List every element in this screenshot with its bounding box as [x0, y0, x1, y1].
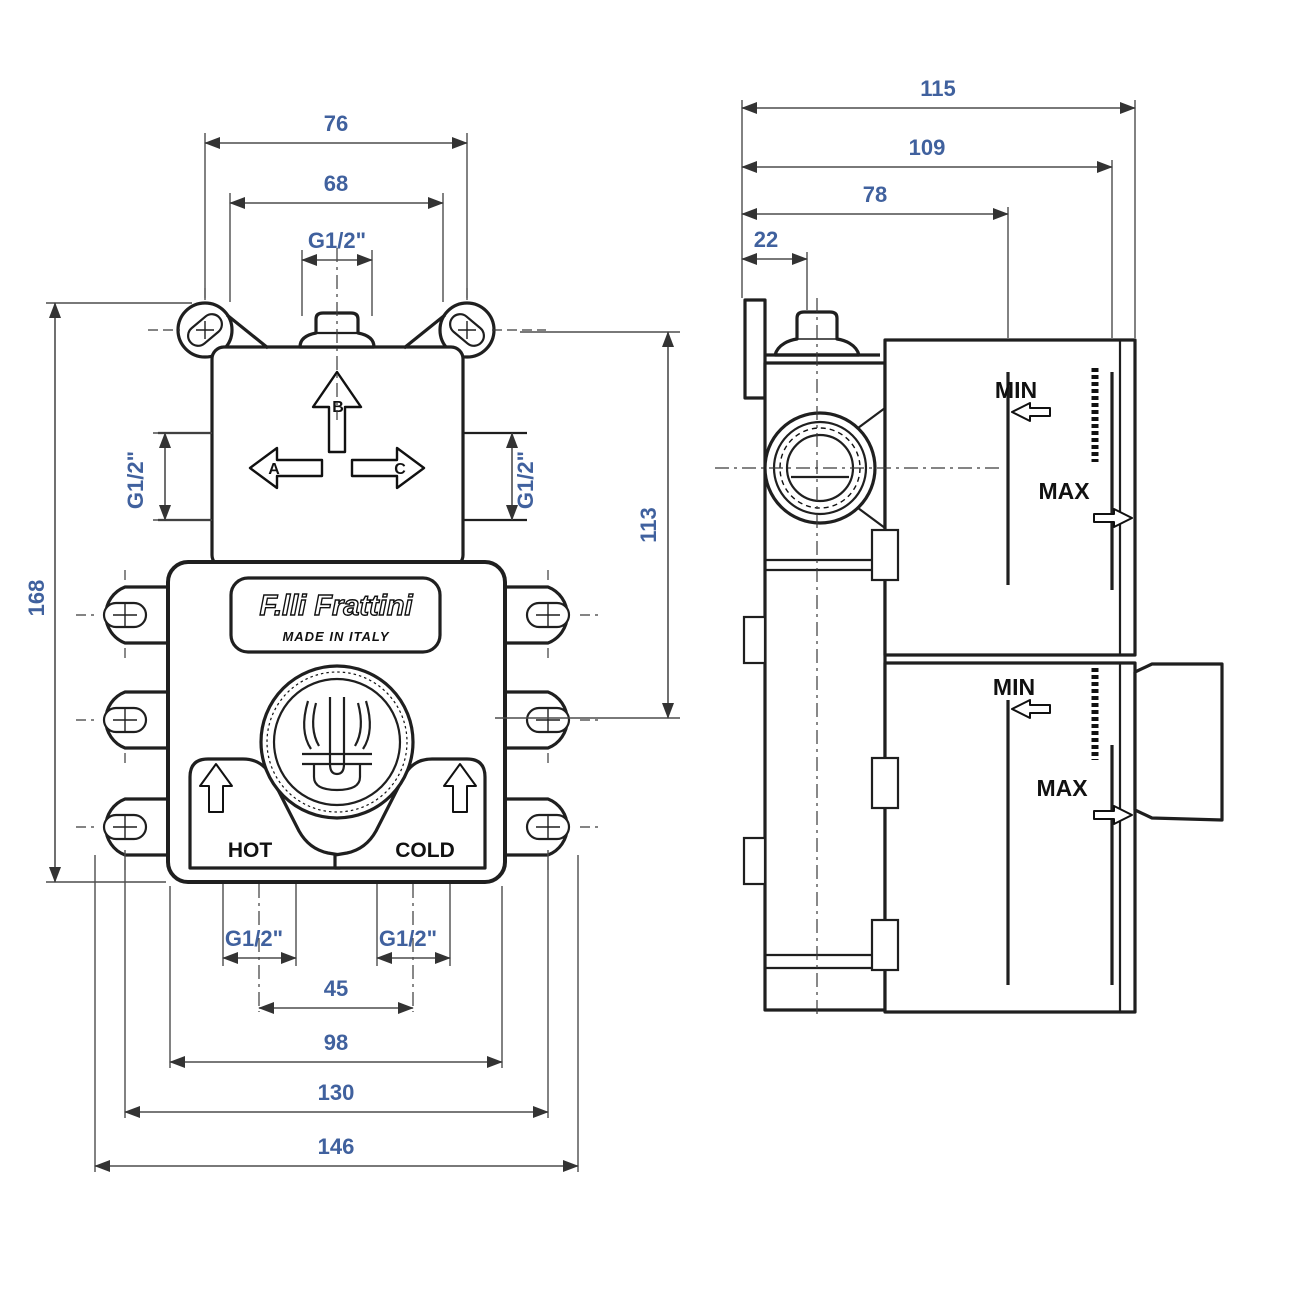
dim-ports-span: 45: [324, 976, 348, 1001]
cover-clip-2: [870, 756, 900, 810]
dim-top-outer: 76: [324, 111, 348, 136]
max-arrow-bottom: [1093, 805, 1133, 825]
left-ear-tangent: [225, 313, 270, 350]
left-tab-lower: [742, 836, 767, 886]
min-arrow-bottom: [1011, 699, 1051, 719]
max-label-top: MAX: [1038, 478, 1090, 504]
trident-logo: [302, 697, 372, 792]
depth-markings-top-cover: MIN MAX: [995, 368, 1133, 590]
brand-plate: F.lli Frattini MADE IN ITALY: [229, 576, 442, 654]
dim-flange-depth: 22: [754, 227, 778, 252]
dim-total-depth: 115: [920, 76, 956, 101]
dim-height: 168: [24, 580, 49, 617]
dim-side-port-left: G1/2": [123, 451, 148, 509]
hot-label: HOT: [228, 839, 273, 862]
cold-label: COLD: [395, 839, 455, 862]
front-view: B A C F.lli Frattini MADE IN ITALY HOT C…: [102, 301, 571, 884]
dim-cold-port: G1/2": [379, 926, 437, 951]
brand-name: F.lli Frattini: [259, 590, 413, 622]
min-label-bottom: MIN: [993, 674, 1035, 700]
cover-clip-1: [870, 528, 900, 582]
dim-total-width: 146: [318, 1134, 355, 1159]
dim-hot-port: G1/2": [225, 926, 283, 951]
dim-max-depth: 109: [909, 135, 946, 160]
cold-panel: COLD: [333, 757, 487, 870]
left-fixing-tabs: [102, 585, 168, 857]
protective-cover-bottom: [883, 661, 1137, 1014]
wall-flange: [743, 298, 767, 400]
dim-min-depth: 78: [863, 182, 887, 207]
side-view: MIN MAX MIN MAX: [742, 298, 1224, 1014]
dim-top-inner: 68: [324, 171, 348, 196]
min-arrow-top: [1011, 402, 1051, 422]
dimensions-front: 76 68 G1/2" 168 G1/2" G1/2" 113 G1/2": [24, 111, 680, 1173]
min-label-top: MIN: [995, 377, 1037, 403]
dim-top-port: G1/2": [308, 228, 366, 253]
dim-body-width: 98: [324, 1030, 348, 1055]
brand-emblem: [259, 664, 415, 820]
depth-markings-bottom-cover: MIN MAX: [993, 668, 1133, 985]
outlet-b-label: B: [332, 399, 344, 416]
dim-center-height: 113: [636, 507, 661, 543]
tab-center-marks: [76, 570, 598, 872]
side-top-port: [766, 310, 880, 365]
max-label-bottom: MAX: [1036, 775, 1088, 801]
dimensions-side: 115 109 78 22: [741, 76, 1136, 338]
dim-side-port-right: G1/2": [513, 451, 538, 509]
left-tab-upper: [742, 615, 767, 665]
cold-direction-arrow: [443, 763, 477, 813]
outlet-protrusion: [1133, 662, 1224, 822]
arrow-c-right: [350, 446, 426, 490]
outlet-a-label: A: [268, 461, 280, 478]
hot-direction-arrow: [199, 763, 233, 813]
arrow-a-left: [248, 446, 324, 490]
max-arrow-top: [1093, 508, 1133, 528]
right-ear-tangent: [402, 313, 447, 350]
hot-panel: HOT: [188, 757, 342, 870]
cover-clip-3: [870, 918, 900, 972]
dim-ears-span: 130: [318, 1080, 355, 1105]
made-in-italy-label: MADE IN ITALY: [282, 629, 389, 644]
right-fixing-tabs: [505, 585, 571, 857]
outlet-c-label: C: [394, 461, 406, 478]
